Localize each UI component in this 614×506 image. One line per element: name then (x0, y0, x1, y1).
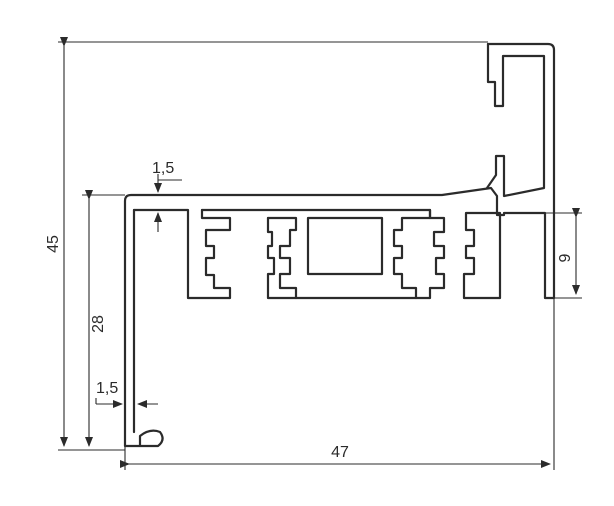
profile-center-chamber (200, 208, 432, 300)
label-wall-side: 1,5 (96, 380, 118, 397)
dim-lip-height: 28 (82, 190, 125, 447)
dim-wall-side: 1,5 (95, 380, 158, 408)
label-chamber-depth: 9 (557, 253, 574, 262)
label-overall-width: 47 (331, 444, 349, 461)
label-overall-height: 45 (45, 235, 62, 253)
label-lip-height: 28 (90, 315, 107, 333)
profile-top-plate-inner (132, 208, 232, 300)
profile-inner-window (306, 216, 384, 276)
dim-chamber-depth: 9 (545, 208, 582, 299)
profile-left-bottom (266, 216, 298, 300)
profile-outline (123, 42, 556, 448)
label-wall-top: 1,5 (152, 160, 174, 177)
profile-right-chambers (414, 208, 502, 300)
profile-right-wall (123, 42, 556, 448)
dim-overall-height: 45 (45, 37, 488, 451)
dim-wall-top: 1,5 (152, 160, 182, 232)
profile-hook-inner (485, 42, 546, 198)
dim-overall-width: 47 (120, 298, 555, 470)
